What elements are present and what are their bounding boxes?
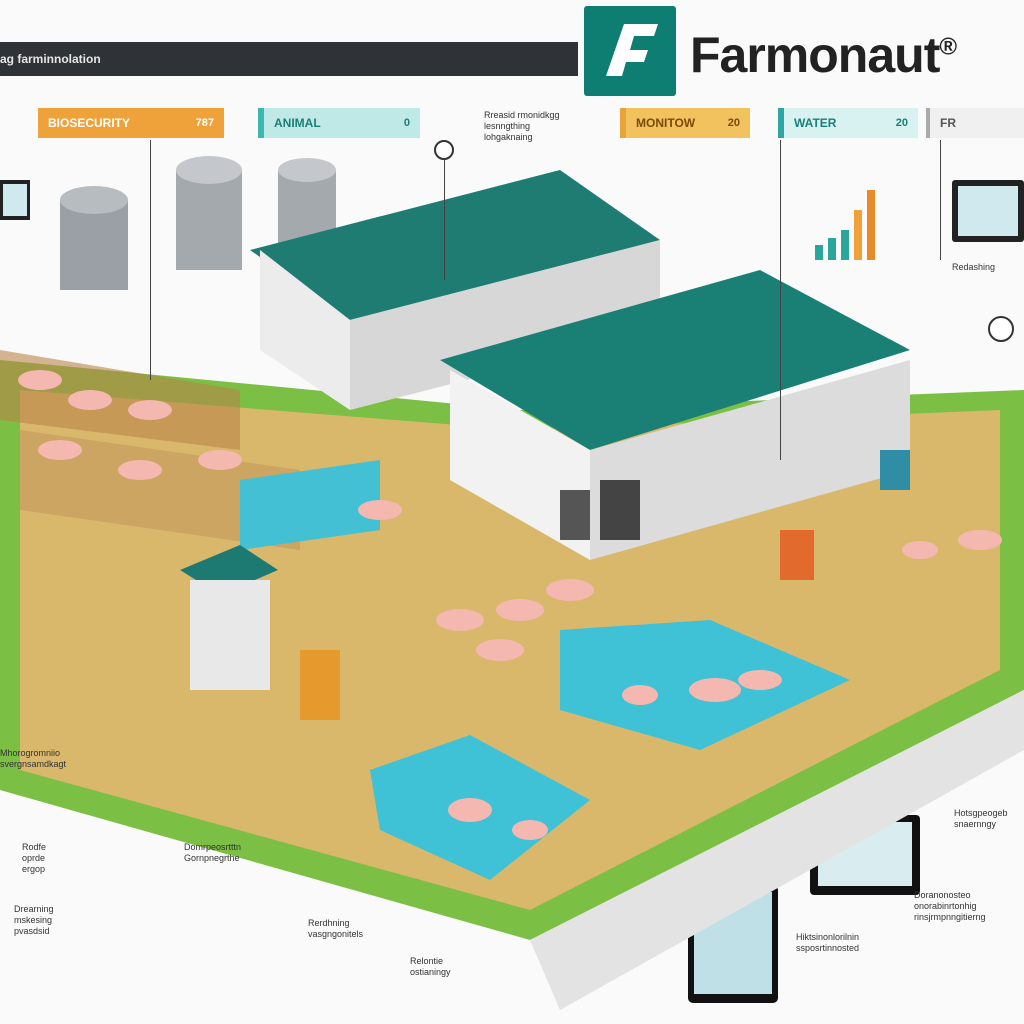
note-left-2: Rodfe oprde ergop (22, 842, 47, 874)
brand-name: Farmonaut® (690, 27, 957, 83)
note-center-2: Rerdhning vasgngonitels (308, 918, 364, 939)
note-center-3: Relontie ostianingy (410, 956, 451, 977)
note-right: Redashing (952, 262, 996, 272)
brand-logo (584, 6, 676, 96)
note-left-1: Mhorogromniio svergnsamdkagt (0, 748, 67, 769)
callout-line (150, 140, 151, 380)
note-top: Rreasid rmonidkgg lesnngthing lohgaknain… (484, 110, 560, 142)
note-right-2: Hiktsinonlorilnin ssposrtinnosted (796, 932, 860, 953)
bar-chart-icon (815, 190, 875, 260)
header-bar-text: ag farminnolation (0, 52, 101, 66)
callout-line (444, 160, 445, 280)
callout-line (940, 140, 941, 260)
callout-line (780, 140, 781, 460)
tag-fr: FR (926, 108, 1024, 138)
note-center-1: Domrpeosrtttn Gornpnegrthe (184, 842, 242, 863)
note-left-3: Drearning mskesing pvasdsid (14, 904, 54, 936)
gauge-icon (434, 140, 454, 160)
header-bar (0, 42, 578, 76)
note-right-4: Hotsgpeogeb snaernngy (954, 808, 1008, 829)
farm-illustration (0, 156, 1024, 1010)
logo-f-icon (606, 24, 658, 76)
note-right-3: Doranonosteo onorabinrtonhig rinsjrmpnng… (914, 890, 986, 922)
gauge-icon-right (988, 316, 1014, 342)
